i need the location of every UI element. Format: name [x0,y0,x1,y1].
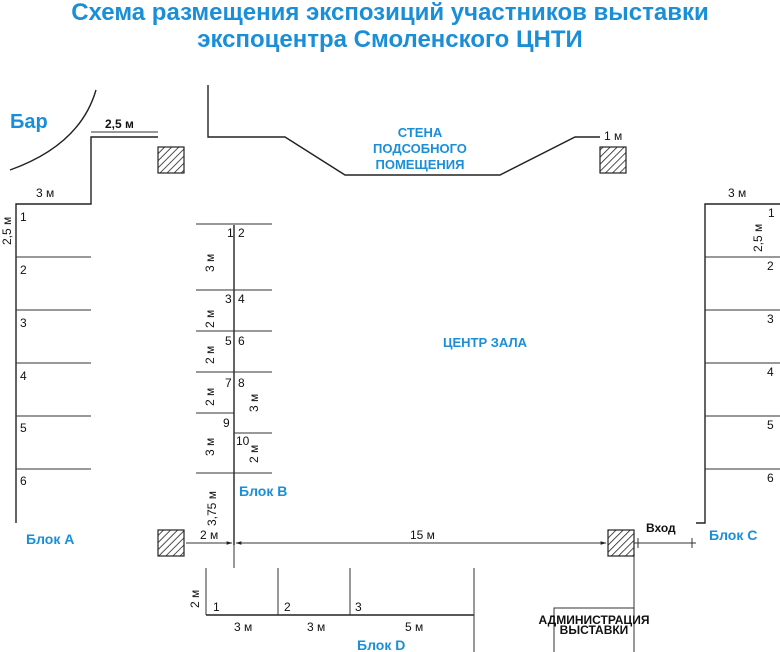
block-a-label: Блок A [26,531,74,547]
entrance-label: Вход [646,521,676,535]
block-c-dividers [705,256,780,470]
block-b-dividers [196,223,272,474]
stand-a-4: 4 [20,369,27,383]
block-a-depth-dim: 2,5 м [0,217,14,245]
bar-label: Бар [10,111,48,133]
block-d-label: Блок D [357,637,405,652]
bar-counter-arc [9,89,97,171]
title-line-1: Схема размещения экспозиций участников в… [71,0,709,26]
stand-a-2: 2 [20,263,27,277]
stand-c-2: 2 [767,259,774,273]
block-b-dim-4: 2 м [203,388,217,406]
column-top-left [157,146,185,174]
block-c-label: Блок C [709,527,757,543]
hall-15m-dim: 15 м [410,528,435,542]
column-top-right [599,146,627,174]
block-b-dim-3: 2 м [203,346,217,364]
admin-room-outline [553,607,634,652]
gap-2m-dim: 2 м [200,528,218,542]
stand-c-3: 3 [767,312,774,326]
block-a-dividers [16,256,91,470]
stand-b-1: 1 [227,226,234,240]
admin-label-1: АДМИНИСТРАЦИЯ [539,613,650,627]
block-d-dim-1: 3 м [234,620,252,634]
column-bottom-right [607,529,635,557]
block-b-dim-7: 3 м [247,394,261,412]
stand-b-2: 2 [238,226,245,240]
utility-wall-label-1: СТЕНА [398,125,443,140]
stand-d-2: 2 [284,600,291,614]
block-b-stands: 1 2 3 4 5 6 7 8 9 10 [223,226,250,448]
block-d-dim-2: 3 м [307,620,325,634]
block-a-stands: 1 2 3 4 5 6 [20,210,27,488]
block-b-dim-6: 3,75 м [205,491,219,526]
block-a-width-dim: 3 м [36,186,54,200]
hall-center-label: ЦЕНТР ЗАЛА [443,335,528,350]
admin-label-2: ВЫСТАВКИ [560,623,629,637]
block-b-dim-1: 3 м [203,254,217,272]
utility-wall-label-2: ПОДСОБНОГО [373,141,467,156]
block-b-dim-2: 2 м [203,310,217,328]
column-size-dim: 1 м [604,129,622,143]
block-d-dividers [205,568,475,652]
stand-a-6: 6 [20,474,27,488]
stand-b-9: 9 [223,416,230,430]
stand-c-1: 1 [768,206,775,220]
stand-b-6: 6 [238,334,245,348]
block-b-dim-8: 2 м [247,445,261,463]
stand-b-10: 10 [236,434,250,448]
bar-gap-dim: 2,5 м [105,117,134,131]
stand-a-5: 5 [20,421,27,435]
stand-c-4: 4 [767,365,774,379]
stand-b-4: 4 [238,292,245,306]
block-c-depth-dim: 2,5 м [751,224,765,252]
stand-a-1: 1 [20,210,27,224]
stand-c-6: 6 [767,471,774,485]
stand-b-7: 7 [225,376,232,390]
stand-c-5: 5 [767,418,774,432]
stand-d-3: 3 [355,600,362,614]
block-d-dim-3: 5 м [405,620,423,634]
title-line-2: экспоцентра Смоленского ЦНТИ [197,26,583,53]
stand-d-1: 1 [213,600,220,614]
block-d-dims: 3 м 3 м 5 м [234,620,423,634]
block-b-dims: 3 м 2 м 2 м 2 м 3 м 3,75 м 3 м 2 м [203,254,261,526]
block-b-dim-5: 3 м [203,438,217,456]
utility-room-wall [207,85,600,176]
stand-b-3: 3 [225,292,232,306]
block-b-label: Блок B [239,483,287,499]
utility-wall-label-3: ПОМЕЩЕНИЯ [376,157,465,172]
block-c-stands: 1 2 3 4 5 6 [767,206,775,485]
block-d-depth-dim: 2 м [188,590,202,608]
block-d-stands: 1 2 3 [213,600,362,614]
stand-b-8: 8 [238,376,245,390]
column-bottom-left [157,529,185,557]
block-c-width-dim: 3 м [728,186,746,200]
stand-b-5: 5 [225,334,232,348]
stand-a-3: 3 [20,316,27,330]
